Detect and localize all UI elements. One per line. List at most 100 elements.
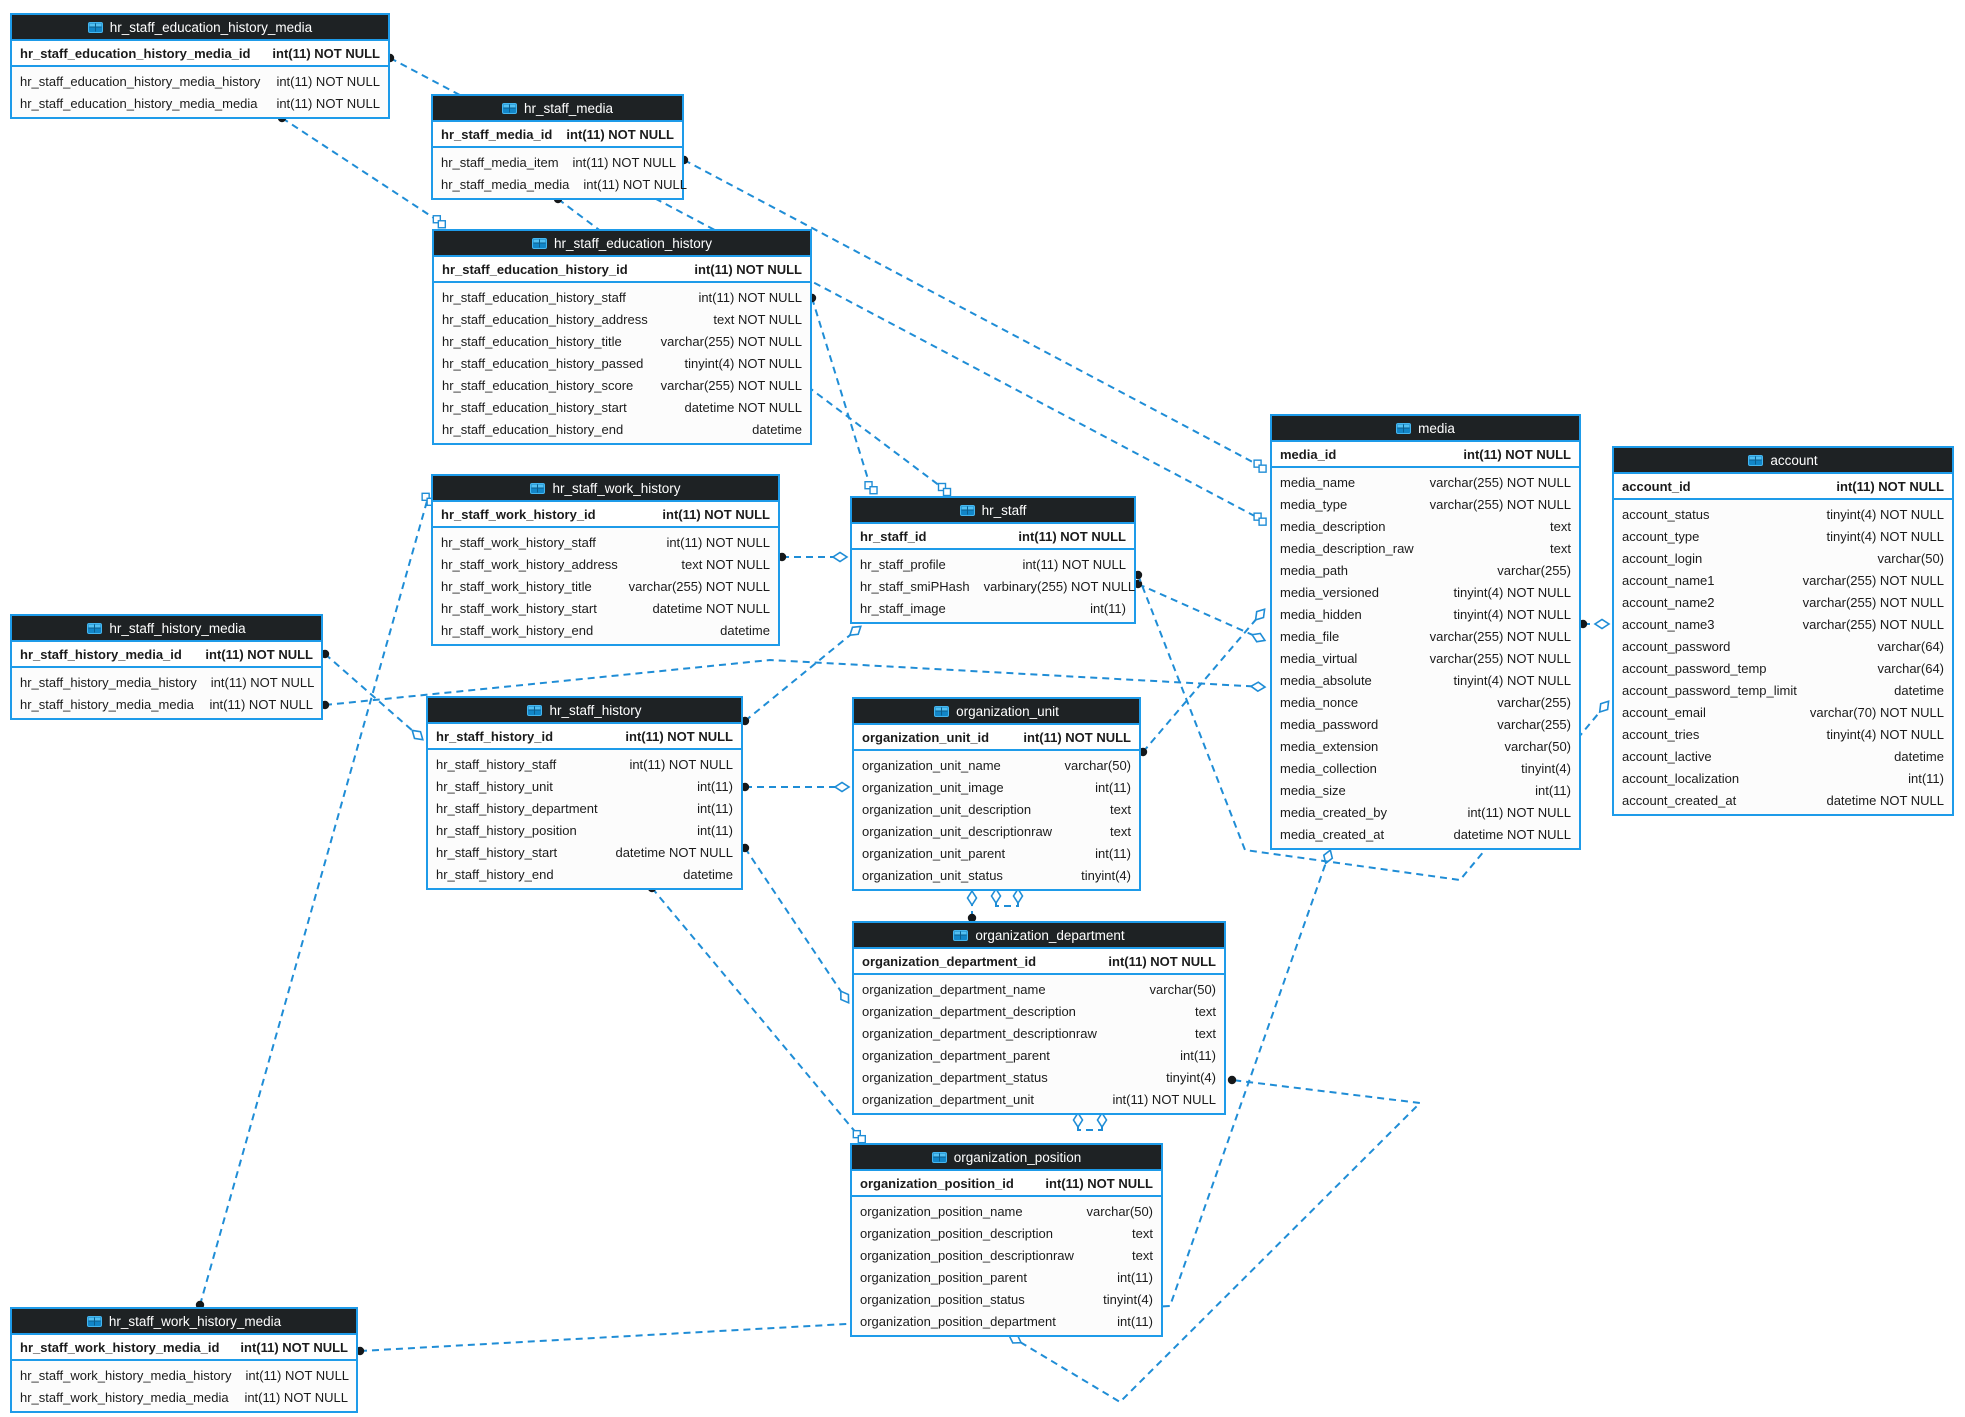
relationship-edu-history-to-hr-staff[interactable] [811, 297, 873, 493]
table-header[interactable]: hr_staff [852, 498, 1134, 524]
table-header[interactable]: hr_staff_work_history_media [12, 1309, 356, 1335]
table-header[interactable]: media [1272, 416, 1579, 442]
relationship-edu-history-media-to-edu-history[interactable] [281, 117, 444, 225]
table-header[interactable]: account [1614, 448, 1952, 474]
table-header[interactable]: organization_unit [854, 699, 1139, 725]
relationship-staff-history-to-hr-staff[interactable] [744, 626, 861, 722]
relationship-work-history-media-to-media[interactable] [359, 850, 1331, 1352]
relationship-staff-history-to-org-department[interactable] [744, 847, 849, 1003]
table-header[interactable]: organization_position [852, 1145, 1161, 1171]
table-header[interactable]: hr_staff_media [433, 96, 682, 122]
relationship-history-media-to-staff-history[interactable] [324, 653, 423, 740]
relationship-work-history-media-to-work-history[interactable] [199, 493, 430, 1306]
relationship-staff-media-to-media[interactable] [683, 159, 1265, 469]
table-header[interactable]: organization_department [854, 923, 1224, 949]
table-header[interactable]: hr_staff_history [428, 698, 741, 724]
table-header[interactable]: hr_staff_history_media [12, 616, 321, 642]
relationship-org-unit-to-media[interactable] [1142, 609, 1265, 753]
relationship-org-position-to-org-department[interactable] [1009, 1079, 1423, 1404]
relationship-staff-history-to-org-position[interactable] [651, 887, 863, 1141]
field-row-hr_staff_education_history_media_history[interactable]: hr_staff_education_history_media_history… [12, 70, 388, 92]
relationship-org-unit-parent-self[interactable] [995, 890, 1019, 907]
relationship-edu-history-media-to-media[interactable] [389, 57, 1265, 522]
